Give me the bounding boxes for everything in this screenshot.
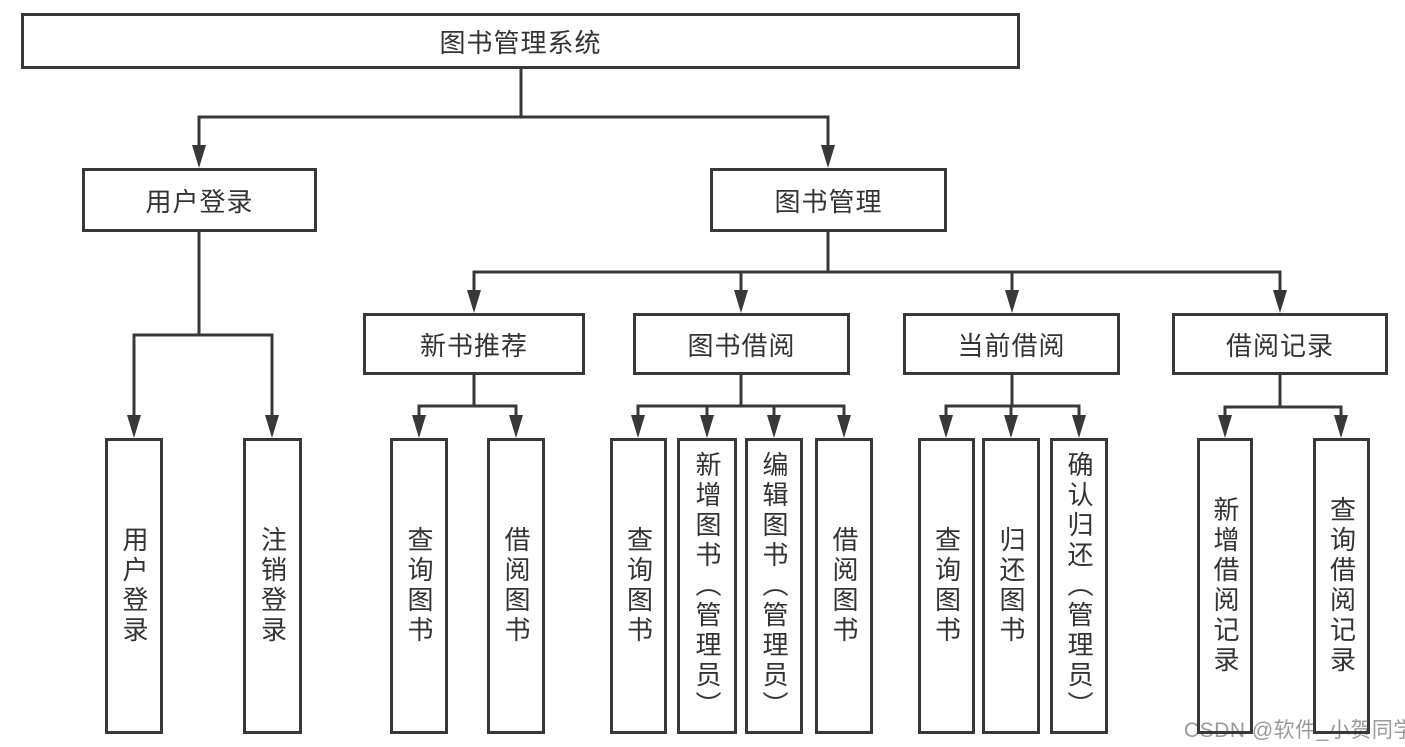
csdn-watermark: CSDN @软件_小贺同学	[1184, 719, 1405, 742]
arrowhead-down-icon	[631, 415, 645, 438]
arrowhead-down-icon	[939, 415, 953, 438]
node-label: 借阅图书	[829, 526, 859, 646]
leaf-confirm-return-admin: 确认归还（管理员）	[1050, 438, 1108, 734]
node-label: 新增借阅记录	[1210, 496, 1240, 676]
node-label: 查询图书	[623, 526, 654, 646]
leaf-query-borrow-record: 查询借阅记录	[1313, 438, 1370, 734]
node-label: 查询图书	[404, 526, 434, 646]
leaf-edit-book-admin: 编辑图书（管理员）	[745, 438, 803, 734]
arrowhead-down-icon	[1334, 415, 1348, 438]
node-label: 新书推荐	[419, 330, 528, 361]
leaf-logout: 注销登录	[243, 438, 302, 734]
node-current-borrow: 当前借阅	[903, 313, 1120, 375]
node-label: 用户登录	[145, 186, 254, 217]
arrowhead-down-icon	[1218, 415, 1232, 438]
arrowhead-down-icon	[192, 145, 206, 168]
node-label: 归还图书	[996, 526, 1026, 646]
node-label: 用户登录	[119, 526, 149, 646]
node-new-book-recommend: 新书推荐	[363, 313, 585, 375]
arrowhead-down-icon	[127, 415, 141, 438]
arrowhead-down-icon	[265, 415, 279, 438]
arrowhead-down-icon	[412, 415, 426, 438]
node-label: 查询图书	[931, 526, 962, 646]
node-borrow-record: 借阅记录	[1172, 313, 1388, 375]
leaf-return-book: 归还图书	[982, 438, 1040, 734]
node-label: 图书借阅	[687, 330, 796, 361]
connector	[939, 373, 1086, 438]
leaf-add-book-admin: 新增图书（管理员）	[677, 438, 737, 734]
arrowhead-down-icon	[1004, 415, 1018, 438]
connector	[467, 230, 1287, 313]
node-label: 借阅记录	[1225, 330, 1334, 361]
leaf-query-book: 查询图书	[610, 438, 667, 734]
node-label: 新增图书（管理员）	[692, 451, 722, 721]
node-label: 注销登录	[257, 526, 288, 646]
arrowhead-down-icon	[734, 290, 748, 313]
arrowhead-down-icon	[509, 415, 523, 438]
arrowhead-down-icon	[700, 415, 714, 438]
node-label: 图书管理	[774, 186, 883, 217]
node-book-borrow: 图书借阅	[633, 313, 850, 375]
leaf-user-login: 用户登录	[105, 438, 163, 734]
arrowhead-down-icon	[1005, 290, 1019, 313]
arrowhead-down-icon	[1273, 290, 1287, 313]
leaf-add-borrow-record: 新增借阅记录	[1197, 438, 1253, 734]
arrowhead-down-icon	[821, 145, 835, 168]
node-label: 借阅图书	[501, 526, 531, 646]
node-label: 确认归还（管理员）	[1064, 451, 1094, 721]
connector	[631, 373, 851, 438]
connector	[192, 67, 835, 168]
leaf-borrow-book: 借阅图书	[487, 438, 545, 734]
leaf-query-book: 查询图书	[918, 438, 975, 734]
arrowhead-down-icon	[767, 415, 781, 438]
arrowhead-down-icon	[467, 290, 481, 313]
node-root-book-management-system: 图书管理系统	[21, 13, 1020, 69]
arrowhead-down-icon	[1072, 415, 1086, 438]
leaf-borrow-book: 借阅图书	[815, 438, 873, 734]
node-label: 编辑图书（管理员）	[759, 451, 789, 721]
node-book-management: 图书管理	[710, 168, 947, 232]
leaf-query-book: 查询图书	[390, 438, 448, 734]
node-label: 当前借阅	[957, 330, 1066, 361]
connector	[127, 230, 279, 438]
arrowhead-down-icon	[837, 415, 851, 438]
node-label: 查询借阅记录	[1326, 496, 1357, 676]
node-label: 图书管理系统	[439, 27, 602, 58]
connector	[412, 373, 523, 438]
connector	[1218, 373, 1348, 438]
node-user-login: 用户登录	[82, 168, 317, 232]
